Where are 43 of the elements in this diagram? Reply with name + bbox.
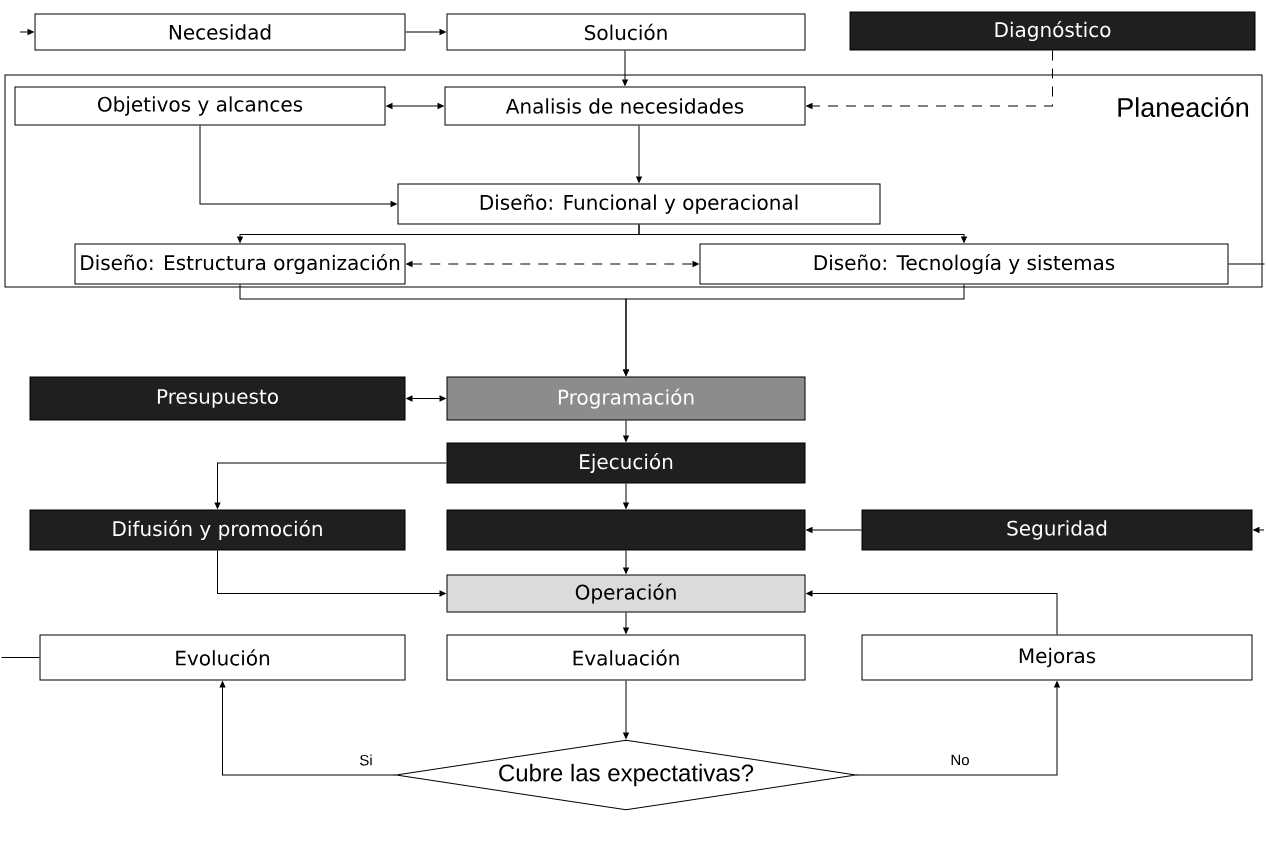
process-box: Objetivos y alcances <box>14 86 386 126</box>
process-box: Operación <box>446 574 806 613</box>
process-box: Diagnóstico <box>849 11 1256 51</box>
process-box: Ejecución <box>446 442 806 484</box>
arrow <box>214 462 447 509</box>
arrow <box>219 681 396 776</box>
arrow <box>806 590 1058 635</box>
arrow <box>623 420 629 442</box>
arrow <box>406 395 446 402</box>
process-box <box>446 509 806 551</box>
arrow <box>405 29 446 35</box>
edge-label: No <box>949 753 971 767</box>
arrow <box>623 550 629 574</box>
arrow <box>623 680 629 739</box>
process-box: Analisis de necesidades <box>444 86 806 126</box>
arrow <box>1253 527 1265 533</box>
process-box: Diseño: Tecnología y sistemas <box>699 243 1229 285</box>
process-box: Diseño: Funcional y operacional <box>397 183 881 225</box>
arrow <box>386 103 444 109</box>
arrow <box>623 612 629 634</box>
arrow <box>638 224 967 243</box>
arrow <box>806 50 1053 109</box>
arrow <box>623 483 629 509</box>
process-box: Evolución <box>39 634 406 681</box>
arrow <box>622 50 628 86</box>
process-box: Solución <box>446 13 806 51</box>
process-box: Programación <box>446 376 806 421</box>
process-box: Diseño: Estructura organización <box>74 243 406 285</box>
process-box: Presupuesto <box>29 376 406 421</box>
process-box: Evaluación <box>446 634 806 681</box>
arrow <box>217 550 446 597</box>
process-box: Difusión y promoción <box>29 509 406 551</box>
arrow <box>856 681 1060 776</box>
edge-label: Si <box>358 753 374 767</box>
arrow <box>199 125 397 207</box>
process-box: Seguridad <box>861 509 1253 551</box>
process-box: Necesidad <box>34 13 406 51</box>
arrow <box>19 29 34 35</box>
arrow <box>806 527 862 533</box>
process-box: Mejoras <box>861 634 1253 681</box>
arrow <box>623 284 965 376</box>
arrow <box>636 125 642 183</box>
arrow <box>406 261 699 267</box>
